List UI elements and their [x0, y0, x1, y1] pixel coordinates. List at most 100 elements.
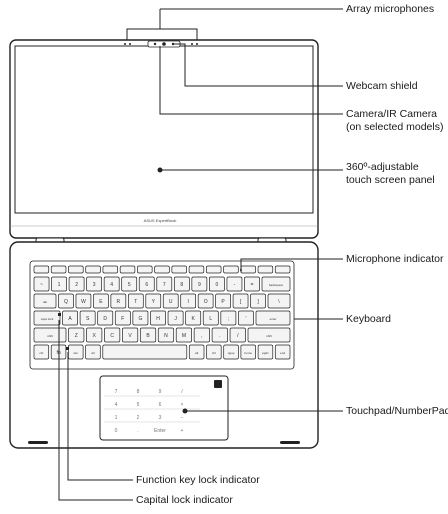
key	[68, 276, 85, 292]
key	[114, 310, 131, 326]
key-label: '	[245, 316, 246, 322]
key	[75, 293, 92, 309]
key	[33, 293, 57, 309]
key	[191, 276, 208, 292]
key	[220, 310, 237, 326]
key-label: J	[174, 316, 177, 322]
key-label: 6	[145, 282, 148, 288]
key	[33, 276, 50, 292]
key	[156, 276, 173, 292]
key-label: [	[240, 299, 242, 305]
key-label: ,	[201, 333, 202, 339]
key-label: 0	[216, 282, 219, 288]
key	[127, 293, 144, 309]
numberpad-key: 6	[159, 402, 162, 408]
key-label: ctrl	[212, 351, 216, 355]
callout-camera-line1: Camera/IR Camera	[346, 108, 438, 120]
key	[211, 327, 228, 343]
key-label: 9	[198, 282, 201, 288]
key	[240, 265, 256, 274]
microphone-right-icon	[191, 43, 193, 45]
callout-array-microphones: Array microphones	[346, 3, 434, 16]
microphone-right2-icon	[196, 43, 198, 45]
key	[223, 344, 239, 360]
callout-microphone-indicator: Microphone indicator	[346, 253, 443, 266]
key	[68, 327, 85, 343]
numberpad-key: +	[181, 428, 184, 434]
capital-lock-indicator-light	[58, 313, 61, 316]
key	[175, 327, 192, 343]
numberpad-key: Enter	[154, 428, 166, 434]
leader-lines	[58, 8, 343, 501]
key	[33, 310, 61, 326]
key-label: W	[81, 299, 86, 305]
key	[188, 344, 205, 360]
key	[79, 310, 96, 326]
numberpad-key: 9	[159, 389, 162, 395]
key	[238, 310, 254, 326]
key	[240, 344, 256, 360]
key-label: shift	[47, 334, 53, 338]
key	[257, 344, 274, 360]
key	[104, 327, 121, 343]
key-label: home	[244, 351, 252, 355]
key-label: 4	[110, 282, 113, 288]
key-label: caps lock	[41, 317, 54, 321]
key-label: Z	[75, 333, 78, 339]
key-label: 7	[163, 282, 166, 288]
key	[132, 310, 149, 326]
numberpad-key: 5	[137, 402, 140, 408]
microphone-left-icon	[124, 43, 126, 45]
key-label: P	[221, 299, 225, 305]
numberpad-key: 8	[137, 389, 140, 395]
key-label: O	[204, 299, 208, 305]
foot-right	[280, 441, 300, 444]
callout-webcam-shield-text: Webcam shield	[346, 80, 418, 92]
key	[255, 310, 291, 326]
key-label: I	[187, 299, 188, 305]
key-label: Q	[64, 299, 68, 305]
key-label: backspace	[269, 283, 284, 287]
key	[193, 327, 210, 343]
key	[267, 293, 291, 309]
key	[157, 327, 175, 343]
key-label: L	[209, 316, 212, 322]
numberpad-key: 7	[115, 389, 118, 395]
key	[58, 293, 74, 309]
key	[85, 344, 101, 360]
key	[173, 276, 190, 292]
touchpad	[99, 375, 229, 441]
key	[205, 265, 222, 274]
key-label: X	[93, 333, 97, 339]
key	[102, 344, 188, 360]
key	[93, 293, 109, 309]
key-label: end	[280, 351, 285, 355]
key-label: C	[110, 333, 114, 339]
key	[206, 344, 222, 360]
key	[209, 276, 225, 292]
callout-touchpad-text: Touchpad/NumberPad	[346, 405, 448, 417]
camera-lens-icon	[162, 42, 166, 46]
key	[162, 293, 179, 309]
numberpad-key: 0	[115, 428, 118, 434]
key	[51, 276, 67, 292]
numberpad-key: .	[137, 428, 138, 434]
key-label: 2	[75, 282, 78, 288]
key-label: Y	[152, 299, 156, 305]
key	[121, 276, 138, 292]
key-label: M	[182, 333, 186, 339]
key	[154, 265, 170, 274]
key-label: ]	[257, 299, 259, 305]
key-label: alt	[195, 351, 198, 355]
key	[257, 265, 274, 274]
key-label: 3	[93, 282, 96, 288]
callout-camera-line2: (on selected models)	[346, 121, 444, 133]
key	[33, 265, 50, 274]
callout-screen-line2: touch screen panel	[346, 174, 435, 186]
numberpad-key: −	[181, 415, 184, 421]
key	[150, 310, 166, 326]
key-label: ;	[228, 316, 229, 322]
key-label: T	[134, 299, 137, 305]
